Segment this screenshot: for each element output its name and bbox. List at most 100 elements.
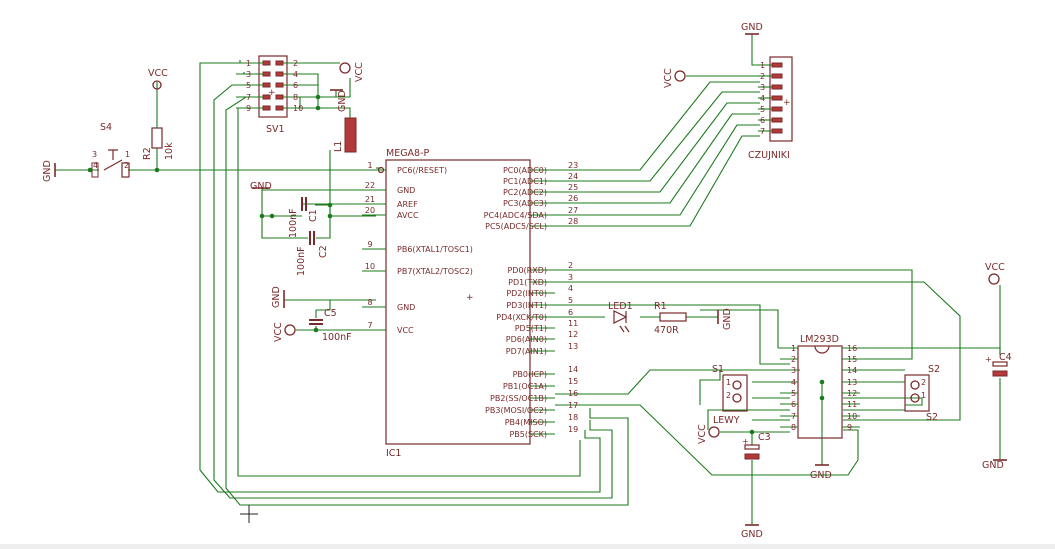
czujniki-body <box>769 56 793 142</box>
ic1-pin-number: 7 <box>367 321 372 330</box>
s4-pin-label: 2 <box>124 161 129 170</box>
lm293d-pin-number: 6 <box>791 400 796 409</box>
s1-name: S1 <box>712 364 724 375</box>
sv1-pin-number: 6 <box>293 81 298 90</box>
led1-diode[interactable]: LED1 <box>608 301 633 333</box>
sv1-pin-number: 5 <box>246 81 251 90</box>
vcc-symbol: VCC <box>697 424 720 444</box>
junction-dot <box>315 94 321 100</box>
sv1-pad <box>262 82 271 88</box>
l1-inductor[interactable]: L1 <box>333 117 357 153</box>
s1-pad <box>732 380 742 390</box>
c5-capacitor[interactable]: C5 100nF <box>309 308 352 343</box>
ic1-body <box>385 159 531 445</box>
s1-pin-label: 1 <box>726 378 731 387</box>
sv1-pad <box>262 71 271 77</box>
ic1-pin-label: PB6(XTAL1/TOSC1) <box>397 245 473 254</box>
ic1-pin-label: AVCC <box>397 211 419 220</box>
gnd-label: GND <box>42 160 53 182</box>
c4-plus: + <box>985 355 992 364</box>
s2-name: S2 <box>928 364 940 375</box>
ic1-pin-label: GND <box>397 303 415 312</box>
czujniki-pin-number: 5 <box>760 105 765 114</box>
ic1-pin-number: 10 <box>365 262 375 271</box>
vcc-ring <box>152 80 162 90</box>
junction-dot <box>819 379 825 385</box>
c1-value: 100nF <box>288 208 299 238</box>
vcc-ring <box>674 70 686 82</box>
c2-capacitor[interactable]: 100nF C2 <box>296 231 329 276</box>
lm293d-pin-number: 15 <box>847 355 857 364</box>
vcc-label: VCC <box>663 68 674 88</box>
c1-capacitor[interactable]: 100nF C1 <box>288 197 319 238</box>
ic1-left-pins: 1PC6(/RESET)22GND21AREF20AVCC9PB6(XTAL1/… <box>362 161 473 335</box>
s2-motor-connector[interactable]: S2 S2 2 1 <box>904 364 940 423</box>
s4-pad <box>91 162 99 178</box>
r1-resistor[interactable]: R1 470R <box>654 301 687 336</box>
vcc-ring <box>339 62 351 74</box>
r2-resistor[interactable]: R2 10k <box>142 88 175 160</box>
c4-capacitor[interactable]: C4 + <box>985 352 1012 377</box>
ic1-pin-number: 25 <box>568 183 578 192</box>
sv1-pin-number: 4 <box>293 70 298 79</box>
s1-body <box>722 374 748 412</box>
czujniki-pin-number: 2 <box>760 72 765 81</box>
s4-reset-button[interactable]: S4 3 4 1 2 <box>91 122 130 178</box>
ic1-pin-label: PB3(MOSI/OC2) <box>485 406 547 415</box>
ic1-pin-number: 21 <box>365 195 375 204</box>
sv1-pin-number: 3 <box>246 70 251 79</box>
ic1-pin-label: PC0(ADC0) <box>503 166 547 175</box>
ic1-pin-number: 6 <box>568 308 573 317</box>
junction-dot <box>269 213 275 219</box>
ic1-value: MEGA8-P <box>386 148 430 159</box>
gnd-symbol: GND <box>42 160 56 182</box>
sv1-pad <box>275 94 284 100</box>
ic1-pin-number: 14 <box>568 365 578 374</box>
lm293d-pin-number: 11 <box>847 400 857 409</box>
c3-capacitor[interactable]: C3 + <box>742 432 771 460</box>
gnd-label: GND <box>741 22 763 33</box>
lm293d-pin-number: 16 <box>847 344 857 353</box>
gnd-symbol: GND <box>810 464 832 481</box>
ic1-pin-number: 23 <box>568 161 578 170</box>
ic1-pin-label: PD4(XCK/T0) <box>496 313 547 322</box>
junction-dot <box>327 202 333 208</box>
c2-plates <box>309 231 315 245</box>
ic1-pin-number: 2 <box>568 261 573 270</box>
lm293d-pin-number: 3 <box>791 366 796 375</box>
s4-pad <box>121 162 130 178</box>
r2-value: 10k <box>164 142 175 160</box>
lm293d-pin-number: 10 <box>847 412 857 421</box>
ic1-pin-number: 26 <box>568 194 578 203</box>
czujniki-pad <box>771 106 783 112</box>
supply-symbols: VCC VCC VCC VCC VCC VCC GND GND <box>42 22 1007 540</box>
ic1-pin-number: 18 <box>568 413 578 422</box>
c4-plate-negative <box>992 370 1008 377</box>
ic1-mega8[interactable]: MEGA8-P IC1 + 1PC6(/RESET)22GND21AREF20A… <box>362 148 578 459</box>
s1-motor-connector[interactable]: S1 1 2 <box>712 364 748 412</box>
ic1-pin-label: PB5(SCK) <box>509 430 547 439</box>
sv1-pad <box>275 105 284 111</box>
lewy-label: LEWY <box>713 415 740 426</box>
cursor-crosshair-icon <box>240 505 258 523</box>
lm293d-pin-number: 7 <box>791 412 796 421</box>
junction-dot <box>313 327 319 333</box>
ic1-pin-number: 5 <box>568 296 573 305</box>
lm293d-name: LM293D <box>800 334 839 345</box>
led1-emission <box>619 325 630 333</box>
s2-pin-label: 1 <box>921 391 926 400</box>
sv1-pad <box>275 82 284 88</box>
ic1-pin-number: 16 <box>568 389 578 398</box>
ic1-pin-number: 1 <box>367 161 372 170</box>
czujniki-pin-number: 6 <box>760 116 765 125</box>
r1-value: 470R <box>654 325 679 336</box>
junction-dot <box>87 167 93 173</box>
ic1-pin-number: 19 <box>568 425 578 434</box>
sv1-name: SV1 <box>266 124 285 135</box>
